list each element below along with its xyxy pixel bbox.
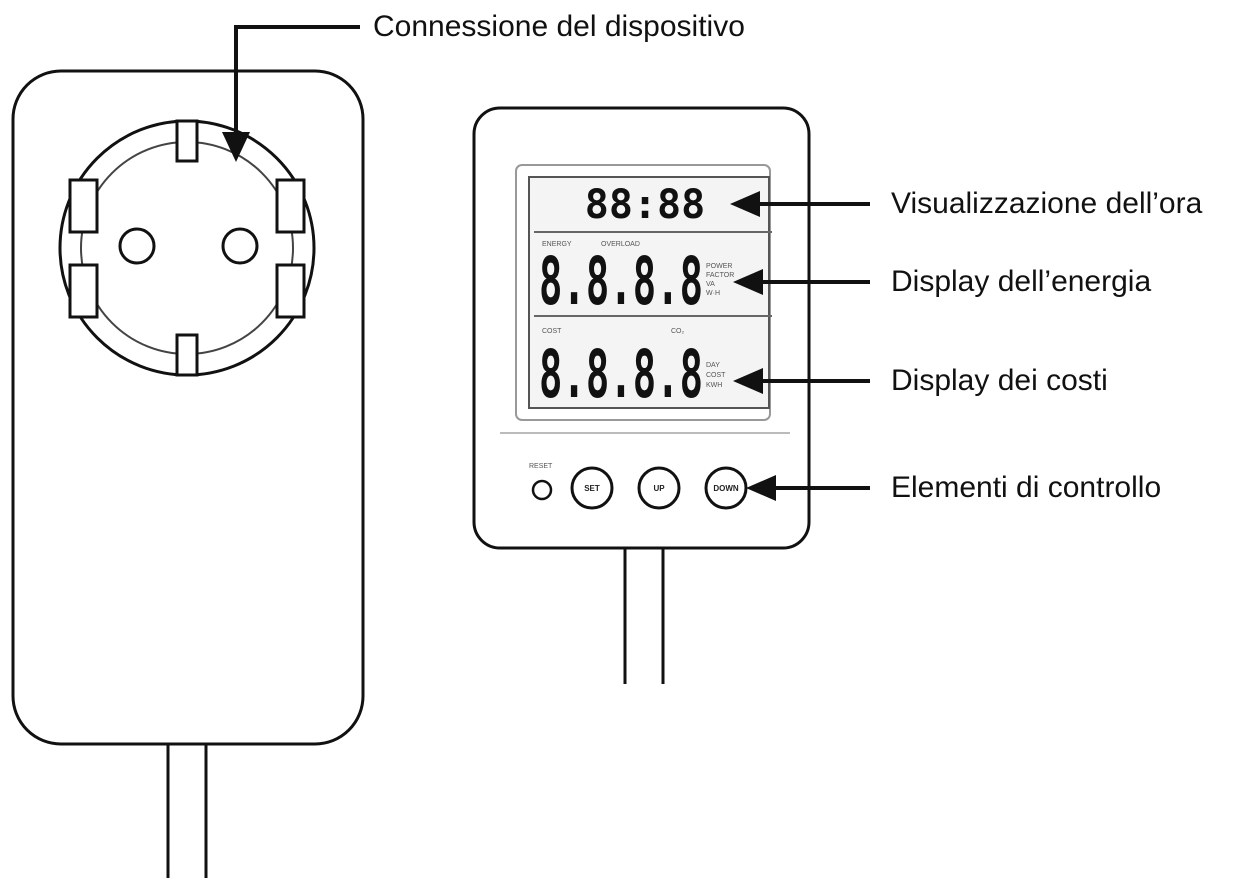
lcd-screen: [528, 176, 770, 409]
set-button[interactable]: SET: [570, 466, 614, 510]
lcd-unit-power: POWER: [706, 263, 732, 270]
reset-button[interactable]: [531, 479, 553, 501]
down-button-label: DOWN: [713, 484, 739, 493]
lcd-unit-wh: W·H: [706, 290, 720, 297]
label-control-elements: Elementi di controllo: [891, 471, 1162, 504]
lcd-tag-overload: OVERLOAD: [601, 241, 640, 248]
up-button[interactable]: UP: [637, 466, 681, 510]
lcd-time: 88:88: [585, 182, 705, 228]
lcd-energy-digits: 8.8.8.8: [539, 243, 703, 320]
arrow-cost-display: [733, 368, 870, 394]
label-cost-display: Display dei costi: [891, 364, 1108, 397]
set-button-label: SET: [584, 484, 600, 493]
lcd-unit-cost: COST: [706, 372, 726, 379]
arrow-time-display: [730, 191, 870, 217]
lcd-cost-digits: 8.8.8.8: [539, 336, 703, 413]
socket: [58, 119, 316, 377]
arrow-energy-display: [733, 269, 870, 295]
label-time-display: Visualizzazione dell’ora: [891, 187, 1203, 220]
lcd-tag-energy: ENERGY: [542, 241, 572, 248]
reset-label: RESET: [529, 463, 553, 470]
label-energy-display: Display dell’energia: [891, 265, 1152, 298]
lcd-unit-factor: FACTOR: [706, 272, 734, 279]
label-device-connection: Connessione del dispositivo: [373, 10, 745, 43]
lcd-unit-kwh: KWH: [706, 382, 722, 389]
lcd-unit-day: DAY: [706, 362, 720, 369]
up-button-label: UP: [653, 484, 665, 493]
lcd-unit-va: VA: [706, 281, 715, 288]
arrow-device-connection: [222, 25, 360, 162]
down-button[interactable]: DOWN: [704, 466, 748, 510]
lcd-tag-co2: CO₂: [671, 328, 685, 335]
arrow-control-elements: [746, 475, 870, 501]
lcd-tag-cost: COST: [542, 328, 562, 335]
